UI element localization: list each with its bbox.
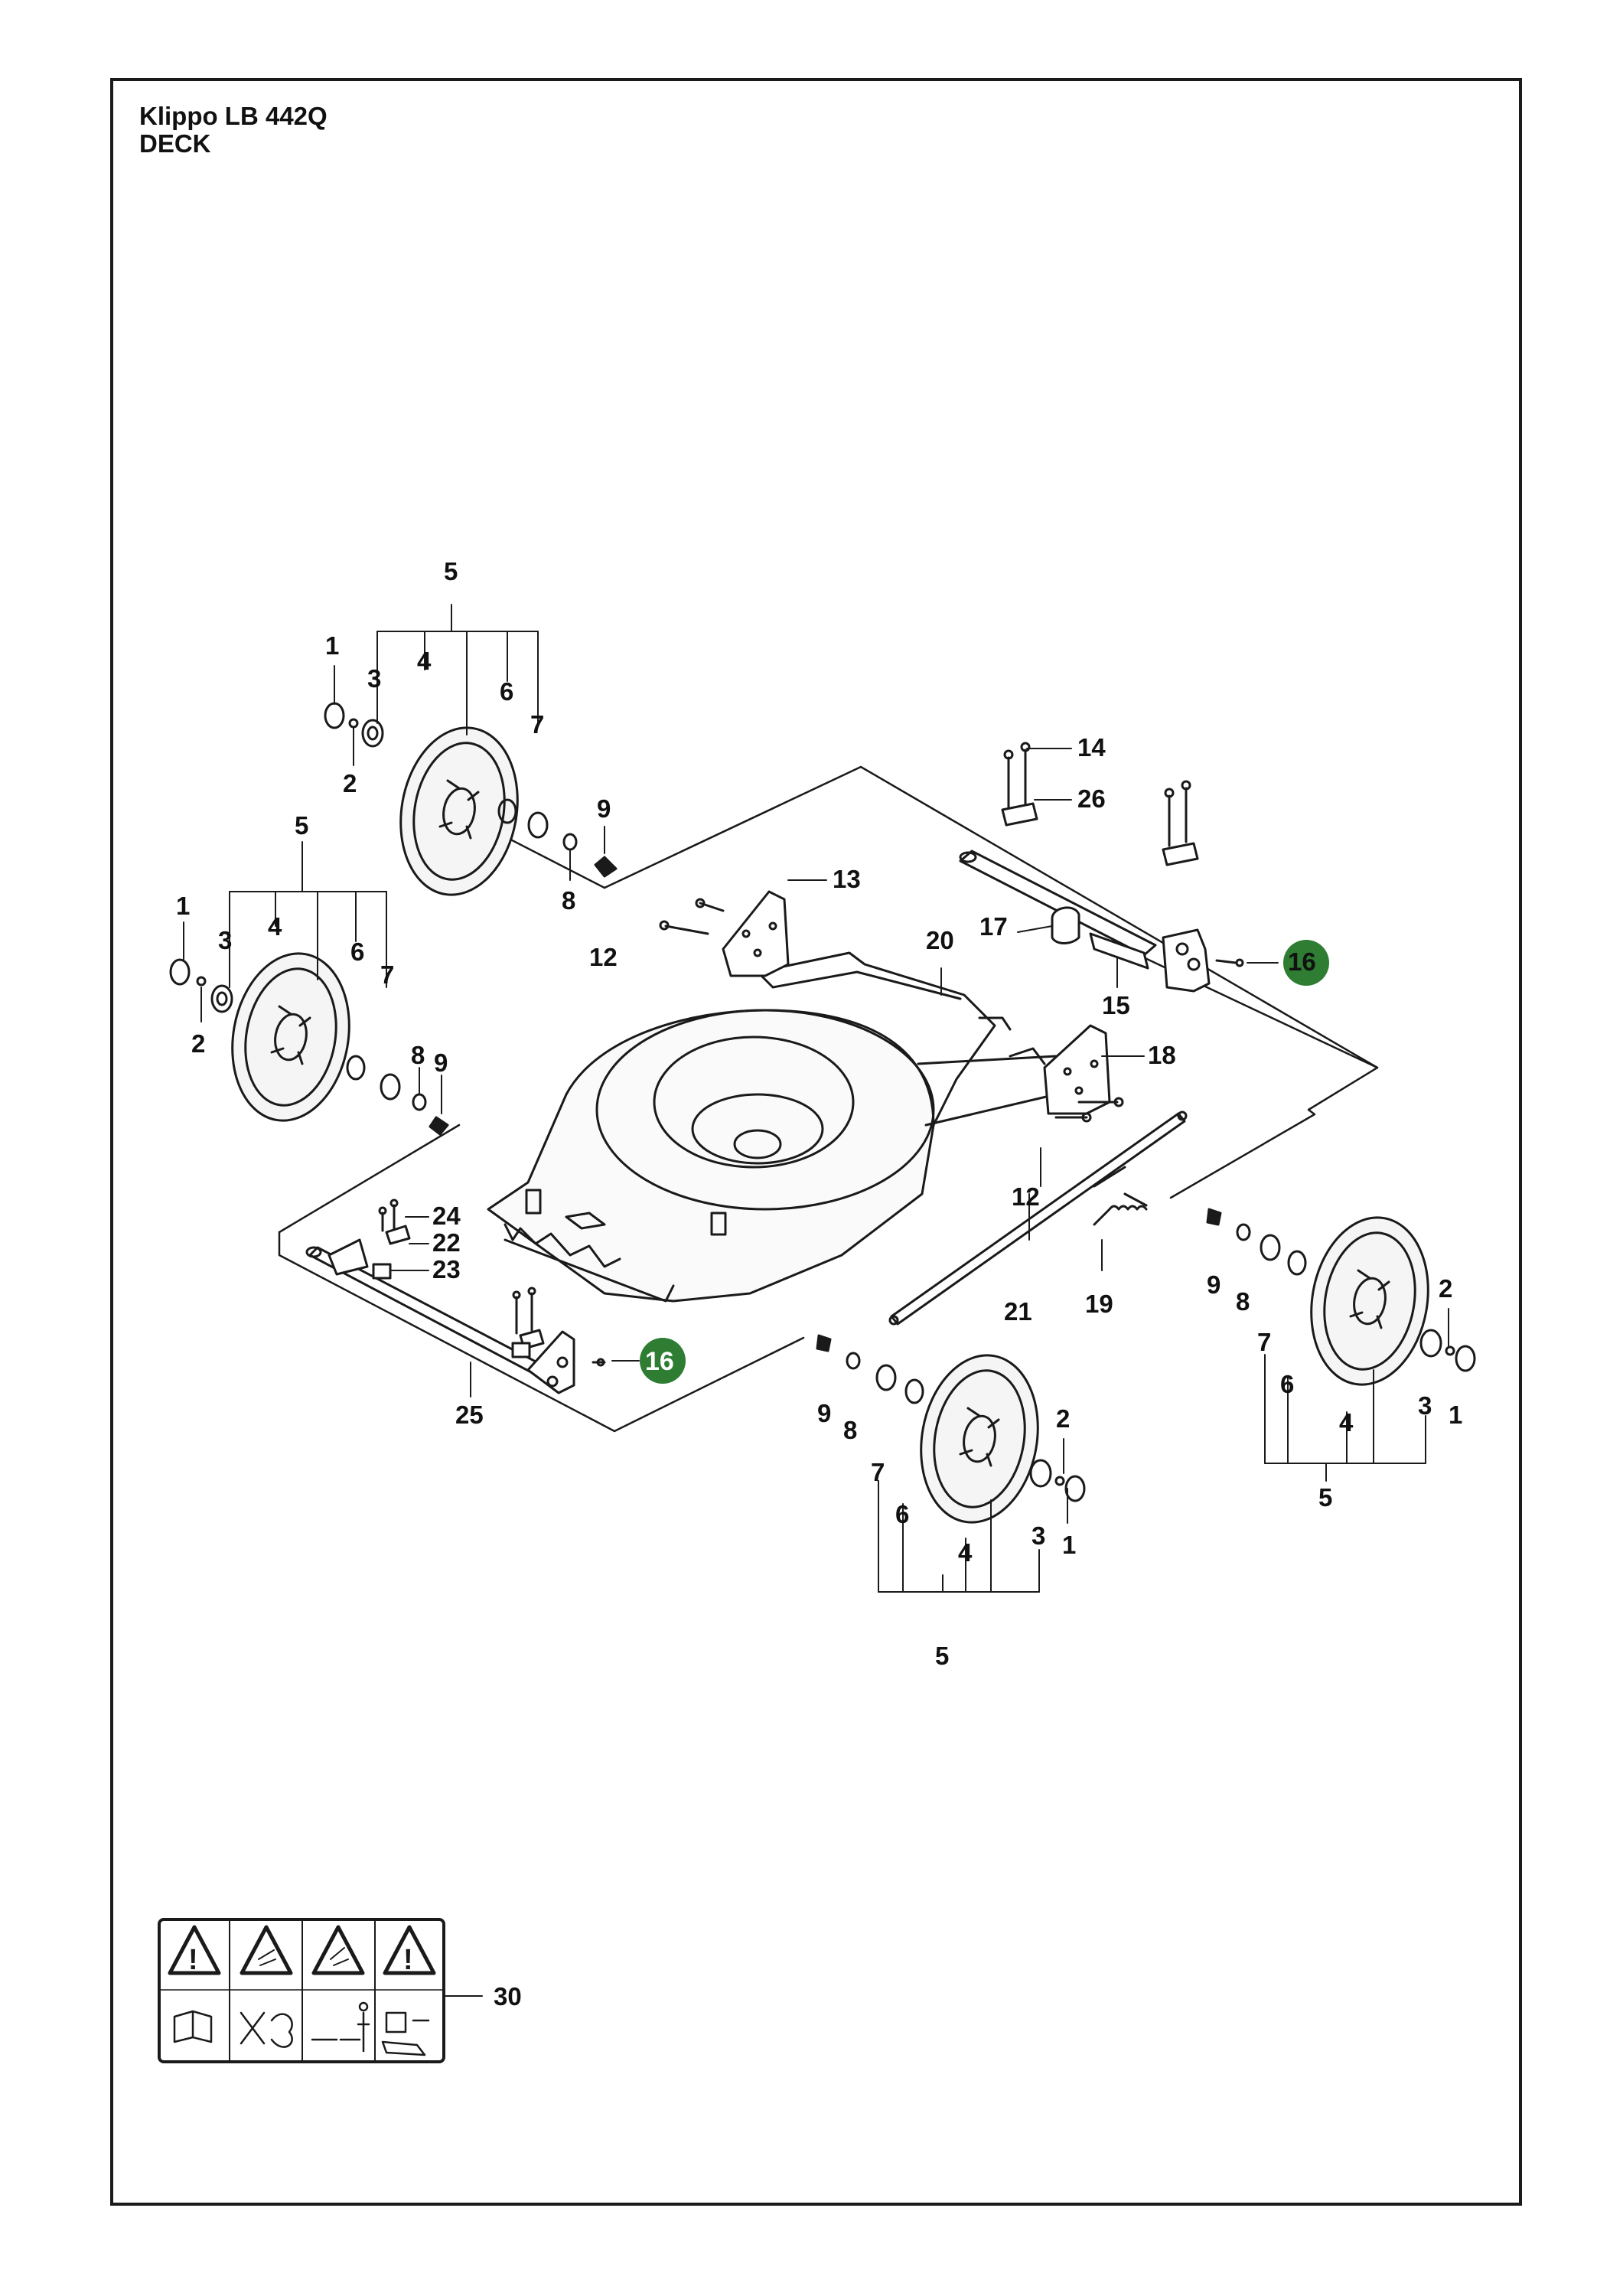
label-12: 12	[589, 943, 618, 971]
label-5: 5	[1318, 1483, 1332, 1512]
screws-12	[659, 898, 1124, 1123]
label-4: 4	[958, 1538, 973, 1567]
label-3: 3	[367, 664, 381, 693]
label-26: 26	[1077, 784, 1106, 813]
label-14: 14	[1077, 733, 1106, 762]
label-6: 6	[1280, 1370, 1294, 1398]
front-axle	[305, 1199, 606, 1394]
label-2: 2	[343, 769, 357, 797]
label-6: 6	[895, 1500, 909, 1528]
label-8: 8	[562, 886, 575, 915]
label-25: 25	[455, 1401, 484, 1429]
leader-lines	[183, 604, 1449, 1997]
label-23: 23	[432, 1255, 461, 1283]
badge-16-upper	[1283, 940, 1329, 986]
svg-text:!: !	[188, 1944, 198, 1976]
label-3: 3	[1418, 1391, 1432, 1420]
label-2: 2	[191, 1029, 205, 1058]
section-name: DECK	[139, 129, 211, 158]
part-labels: 5 1 3 4 6 7 2 8 9 5 1 3 4 6 7 2 8 9 13 1…	[176, 557, 1462, 2011]
page-title: Klippo LB 442Q DECK	[139, 103, 328, 158]
label-9: 9	[1207, 1270, 1221, 1299]
safety-decal-30: ! !	[158, 1918, 445, 2063]
label-8: 8	[843, 1416, 857, 1444]
label-22: 22	[432, 1228, 461, 1257]
page-frame	[110, 78, 1522, 2206]
label-9: 9	[434, 1049, 448, 1077]
label-7: 7	[380, 960, 394, 989]
label-13: 13	[833, 865, 861, 893]
label-5: 5	[444, 557, 458, 585]
label-8: 8	[1236, 1287, 1250, 1316]
label-5: 5	[935, 1642, 949, 1670]
label-1: 1	[1062, 1531, 1076, 1559]
wheel-rear-left	[399, 726, 519, 896]
label-1: 1	[325, 631, 339, 660]
label-18: 18	[1148, 1041, 1176, 1069]
label-7: 7	[871, 1458, 885, 1486]
label-1: 1	[176, 892, 190, 920]
rod-21	[888, 1110, 1188, 1326]
label-1: 1	[1449, 1401, 1462, 1429]
label-2: 2	[1056, 1404, 1070, 1433]
label-8: 8	[411, 1041, 425, 1069]
label-12: 12	[1012, 1182, 1040, 1211]
label-7: 7	[1257, 1328, 1271, 1356]
spring-19	[1093, 1192, 1148, 1226]
label-19: 19	[1085, 1290, 1113, 1318]
label-9: 9	[597, 794, 611, 823]
label-17: 17	[979, 912, 1008, 941]
highlight-badges	[640, 940, 1329, 1384]
label-24: 24	[432, 1202, 461, 1230]
mower-deck	[487, 951, 1073, 1303]
label-9: 9	[817, 1399, 831, 1427]
label-4: 4	[1339, 1408, 1354, 1437]
label-15: 15	[1102, 991, 1130, 1019]
label-7: 7	[530, 710, 544, 739]
wheel-rear-right	[1310, 1216, 1429, 1386]
label-16: 16	[1288, 947, 1316, 976]
rear-axle-lever	[959, 742, 1244, 993]
label-6: 6	[350, 938, 364, 966]
wheel-front-right	[920, 1354, 1039, 1524]
bracket-13	[722, 890, 790, 977]
label-5: 5	[295, 811, 308, 840]
label-4: 4	[268, 912, 282, 941]
label-3: 3	[1031, 1521, 1045, 1550]
label-2: 2	[1439, 1274, 1452, 1303]
label-21: 21	[1004, 1297, 1032, 1326]
model-name: Klippo LB 442Q	[139, 102, 328, 130]
label-16: 16	[645, 1347, 674, 1376]
wheel-front-left	[231, 952, 350, 1122]
label-4: 4	[417, 647, 432, 675]
label-3: 3	[218, 926, 232, 954]
label-20: 20	[926, 926, 954, 954]
label-30: 30	[494, 1982, 522, 2011]
bracket-18	[1043, 1024, 1111, 1115]
svg-text:!: !	[403, 1944, 413, 1976]
badge-16-lower	[640, 1338, 686, 1384]
label-6: 6	[500, 677, 513, 706]
